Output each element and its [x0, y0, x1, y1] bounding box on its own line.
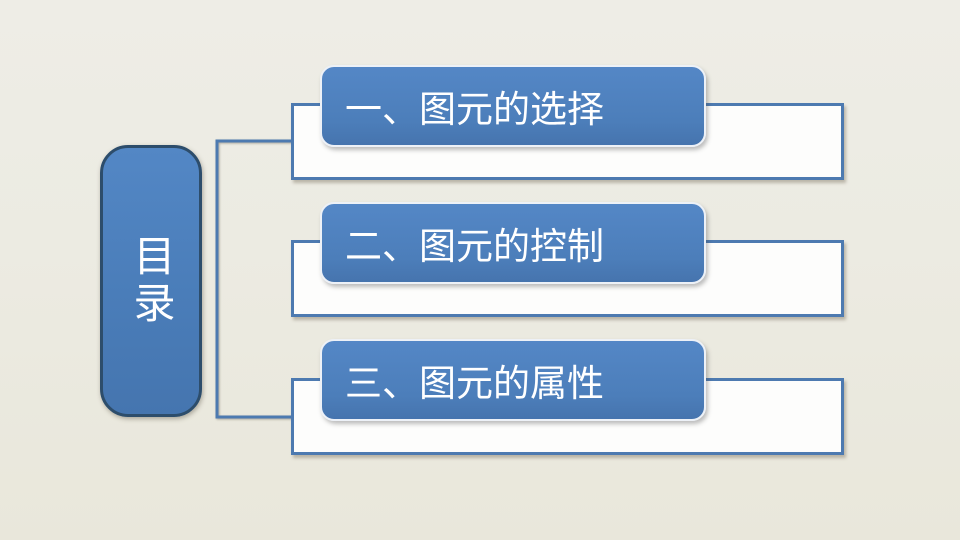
item-pill-2: 二、图元的控制 [320, 202, 706, 284]
toc-label: 目录 [127, 234, 176, 328]
bracket-connector-path [215, 139, 292, 419]
toc-box: 目录 [100, 145, 202, 417]
item-label-2: 二、图元的控制 [345, 225, 604, 268]
item-pill-1: 一、图元的选择 [320, 65, 706, 147]
item-label-1: 一、图元的选择 [345, 88, 604, 131]
item-label-3: 三、图元的属性 [345, 362, 604, 405]
item-pill-3: 三、图元的属性 [320, 339, 706, 421]
